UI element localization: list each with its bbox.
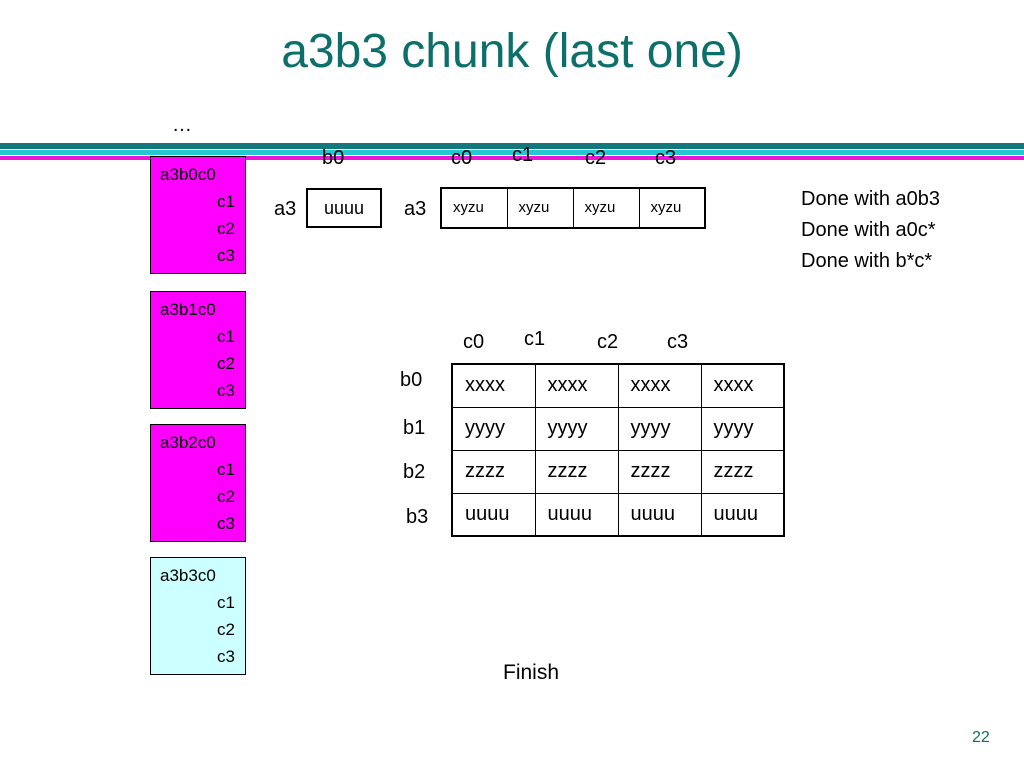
bc-col-label-c2: c2 <box>597 331 619 353</box>
bc-col-label-c0: c0 <box>463 331 485 353</box>
table-cell: xyzu <box>638 187 706 229</box>
chunk-line: c2 <box>217 487 235 506</box>
done-note: Done with a0b3 <box>801 188 940 210</box>
table-cell: yyyy <box>700 406 785 451</box>
table-row: uuuu uuuu uuuu uuuu <box>451 492 785 537</box>
bc-row-label-b1: b1 <box>403 417 426 439</box>
slide-title: a3b3 chunk (last one) <box>281 25 743 78</box>
chunk-box-a3b3: a3b3c0 c1 c2 c3 <box>150 557 246 675</box>
ac-table: xyzu xyzu xyzu xyzu <box>440 187 706 229</box>
table-cell: zzzz <box>617 449 702 494</box>
done-note: Done with b*c* <box>801 250 933 272</box>
table-row: xxxx xxxx xxxx xxxx <box>451 363 785 408</box>
table-cell: uuuu <box>617 492 702 537</box>
chunk-line: c3 <box>217 647 235 666</box>
bc-row-label-b3: b3 <box>406 506 429 528</box>
chunk-label: a3b0c0 <box>160 165 216 184</box>
ac-col-label-c0: c0 <box>451 147 473 169</box>
table-cell: xxxx <box>451 363 536 408</box>
ab-row-label: a3 <box>274 198 297 220</box>
ac-col-label-c3: c3 <box>655 147 677 169</box>
table-cell: zzzz <box>534 449 619 494</box>
bc-table: xxxx xxxx xxxx xxxx yyyy yyyy yyyy yyyy … <box>451 363 785 537</box>
table-cell: xxxx <box>617 363 702 408</box>
chunk-line: c2 <box>217 219 235 238</box>
table-cell: uuuu <box>534 492 619 537</box>
table-row: zzzz zzzz zzzz zzzz <box>451 449 785 494</box>
header-bar-cyan <box>0 150 1024 155</box>
chunk-line: c2 <box>217 620 235 639</box>
ab-col-label: b0 <box>322 147 345 169</box>
page-number: 22 <box>972 729 990 746</box>
chunk-label: a3b2c0 <box>160 433 216 452</box>
table-cell: zzzz <box>451 449 536 494</box>
chunk-line: c1 <box>217 460 235 479</box>
table-cell: zzzz <box>700 449 785 494</box>
table-cell: xyzu <box>572 187 640 229</box>
chunk-box-a3b1: a3b1c0 c1 c2 c3 <box>150 291 246 409</box>
ac-col-label-c1: c1 <box>512 144 534 166</box>
table-cell: uuuu <box>700 492 785 537</box>
header-bar-dark <box>0 143 1024 149</box>
table-cell: xyzu <box>506 187 574 229</box>
done-note: Done with a0c* <box>801 219 936 241</box>
table-cell: xxxx <box>700 363 785 408</box>
chunk-line: c3 <box>217 381 235 400</box>
finish-text: Finish <box>503 661 560 684</box>
table-cell: xyzu <box>440 187 508 229</box>
chunk-line: c1 <box>217 593 235 612</box>
table-row: xyzu xyzu xyzu xyzu <box>440 187 706 229</box>
header-bar-magenta <box>0 156 1024 160</box>
ab-cell: uuuu <box>306 188 382 228</box>
chunk-box-a3b2: a3b2c0 c1 c2 c3 <box>150 424 246 542</box>
table-cell: yyyy <box>534 406 619 451</box>
chunk-line: c1 <box>217 192 235 211</box>
bc-col-label-c3: c3 <box>667 331 689 353</box>
table-cell: yyyy <box>451 406 536 451</box>
table-cell: xxxx <box>534 363 619 408</box>
chunk-line: c2 <box>217 354 235 373</box>
chunk-line: c3 <box>217 246 235 265</box>
bc-row-label-b0: b0 <box>400 369 423 391</box>
table-cell: yyyy <box>617 406 702 451</box>
bc-row-label-b2: b2 <box>403 461 426 483</box>
chunk-box-a3b0: a3b0c0 c1 c2 c3 <box>150 156 246 274</box>
chunk-line: c1 <box>217 327 235 346</box>
ac-col-label-c2: c2 <box>585 147 607 169</box>
chunk-line: c3 <box>217 514 235 533</box>
bc-col-label-c1: c1 <box>524 328 546 350</box>
ac-row-label: a3 <box>404 198 427 220</box>
ellipsis-text: … <box>172 114 192 136</box>
chunk-label: a3b3c0 <box>160 566 216 585</box>
done-notes: Done with a0b3 Done with a0c* Done with … <box>801 184 940 277</box>
chunk-label: a3b1c0 <box>160 300 216 319</box>
table-cell: uuuu <box>451 492 536 537</box>
table-row: yyyy yyyy yyyy yyyy <box>451 406 785 451</box>
